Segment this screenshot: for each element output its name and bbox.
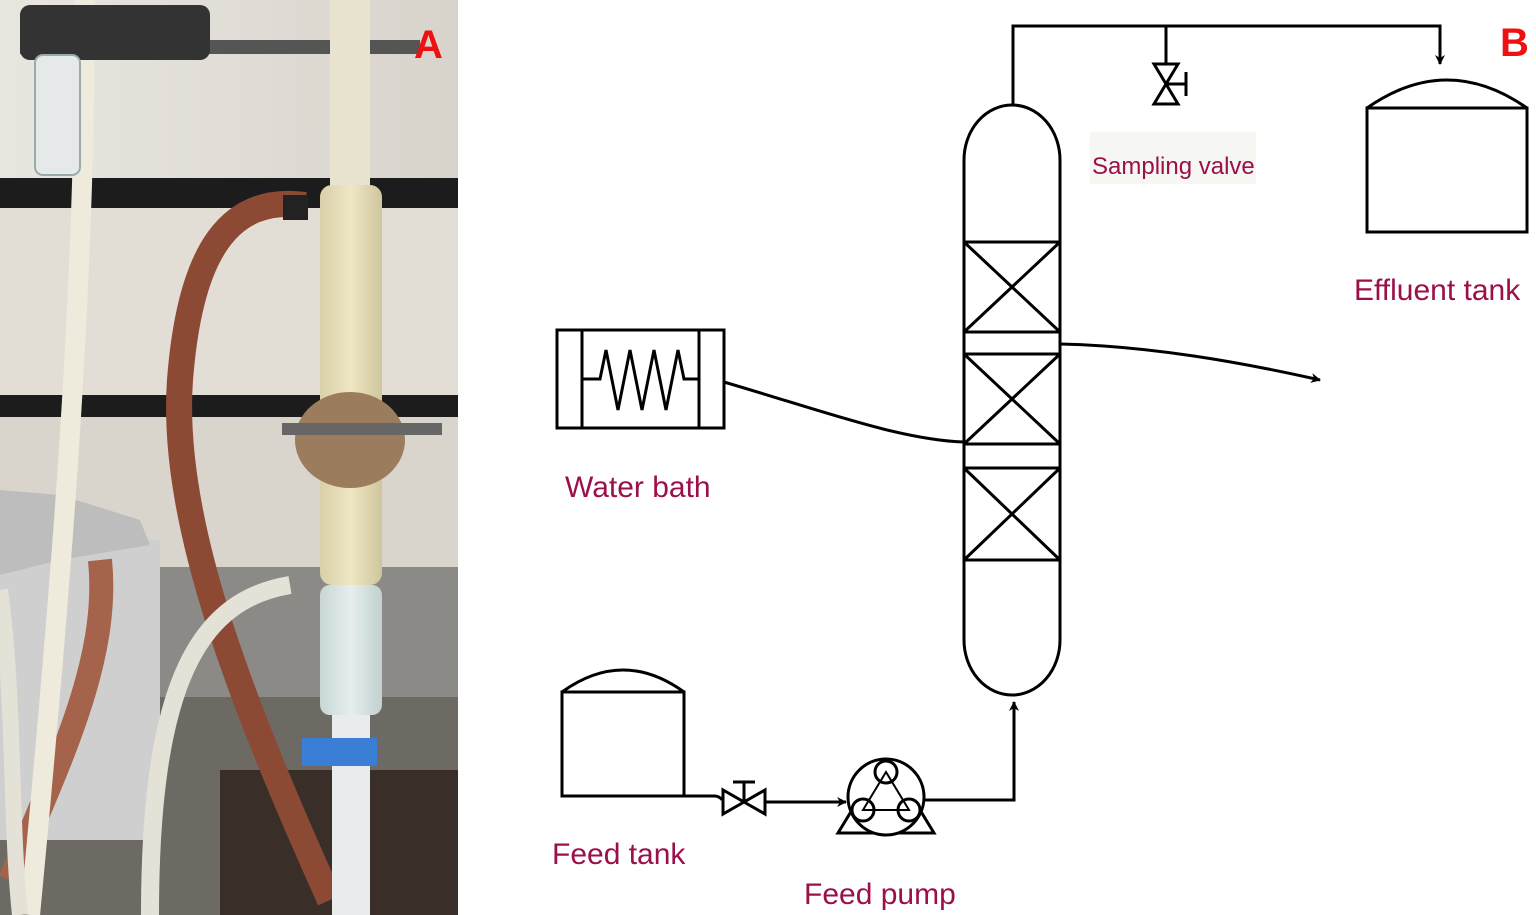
- packed-bed-2: [962, 352, 1062, 446]
- feed-pump-icon: [835, 757, 937, 837]
- column-top-tube: [330, 0, 370, 190]
- blue-clip: [302, 738, 377, 766]
- feed-line-1: [684, 794, 724, 801]
- packed-bed-3: [962, 466, 1062, 562]
- silicone-tube: [0, 588, 28, 915]
- photo-right-border: [458, 0, 460, 915]
- stopcock: [282, 423, 442, 435]
- panel-label-a: A: [414, 23, 443, 67]
- water-bath-label: Water bath: [565, 471, 711, 504]
- tape-wrap: [295, 392, 405, 488]
- feed-pump-label: Feed pump: [804, 878, 956, 911]
- panel-label-b: B: [1500, 21, 1529, 65]
- effluent-tank-label: Effluent tank: [1354, 274, 1521, 307]
- apparatus-photo: [0, 0, 460, 915]
- sampling-valve-label: Sampling valve: [1092, 153, 1255, 180]
- packed-column-lower: [320, 585, 382, 715]
- pump-to-column-line: [924, 701, 1019, 802]
- feed-tank-label: Feed tank: [552, 838, 686, 871]
- small-vial: [34, 54, 81, 176]
- feed-valve-icon: [721, 780, 767, 817]
- water-bath-inlet-line: [723, 380, 965, 444]
- foil-sheet: [0, 490, 150, 575]
- packed-bed-1: [962, 240, 1062, 334]
- sampling-valve-label-background: [1090, 132, 1256, 184]
- black-band: [283, 195, 308, 220]
- outlet-line: [1011, 24, 1445, 104]
- water-bath-outlet-line: [1059, 342, 1321, 383]
- sampling-valve-icon: [1151, 62, 1188, 106]
- water-bath-icon: [555, 328, 726, 430]
- silicone-tube: [141, 576, 292, 915]
- clamp-holder: [20, 5, 210, 60]
- silicone-tube: [20, 0, 95, 915]
- rubber-hose: [166, 190, 342, 906]
- packed-column: [962, 103, 1062, 697]
- effluent-tank-icon: [1365, 78, 1529, 234]
- feed-tank-icon: [560, 668, 686, 798]
